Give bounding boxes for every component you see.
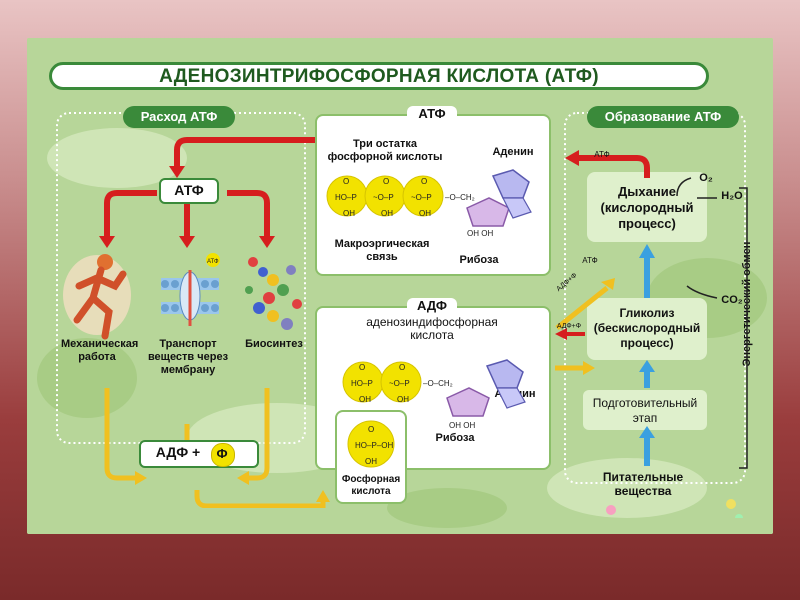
adp-box-title: АДФ <box>407 298 457 314</box>
left-header: Расход АТФ <box>123 106 235 128</box>
svg-text:OH OH: OH OH <box>449 421 475 430</box>
use-mechanical-label: Механическая работа <box>61 338 139 363</box>
glycolysis-box <box>587 298 707 360</box>
svg-text:O: O <box>359 363 365 372</box>
atp-adenine-label: Аденин <box>492 146 534 158</box>
adp-molecule: HO–P O OH ~O–P O OH –O–CH₂ OH OH <box>342 359 526 430</box>
preparatory-label: Подготовительный этап <box>592 396 698 425</box>
svg-text:OH: OH <box>419 209 431 218</box>
respiration-label: Дыхание (кислородный процесс) <box>600 184 694 231</box>
dna-biosynthesis-icon <box>245 257 302 330</box>
svg-text:~O–P: ~O–P <box>389 379 410 388</box>
atp-molecule: HO–P O OH ~O–P O OH ~O–P O OH –O–CH₂ OH OH <box>326 169 532 238</box>
use-transport-label: Транспорт веществ через мембрану <box>147 338 229 376</box>
svg-text:HO–P: HO–P <box>351 379 373 388</box>
phosphate-symbol: Ф <box>216 446 228 461</box>
svg-text:HO–P: HO–P <box>335 193 357 202</box>
svg-text:O: O <box>399 363 405 372</box>
left-arrows <box>99 137 330 508</box>
svg-text:OH: OH <box>397 395 409 404</box>
svg-text:HO–P–OH: HO–P–OH <box>355 441 393 450</box>
title-bar <box>49 62 709 90</box>
membrane-transport-icon: АТФ <box>161 253 220 326</box>
runner-icon <box>63 254 131 340</box>
h2o-label: H₂O <box>721 190 743 202</box>
svg-text:O: O <box>368 425 374 434</box>
svg-text:OH: OH <box>381 209 393 218</box>
glycolysis-label: Гликолиз (бескислородный процесс) <box>593 306 701 350</box>
right-atp-small-1: АТФ <box>594 150 610 159</box>
phosphate-circle <box>211 443 235 467</box>
svg-text:O: O <box>421 177 427 186</box>
phosphoric-molecule: HO–P–OH O OH <box>347 420 395 468</box>
phosphoric-box <box>335 410 407 504</box>
right-adp-f-2: АДФ+Ф <box>556 323 582 330</box>
svg-text:–O–CH₂: –O–CH₂ <box>445 193 475 202</box>
atp-ribose-label: Рибоза <box>459 254 499 266</box>
svg-text:OH: OH <box>365 457 377 466</box>
svg-text:–O–CH₂: –O–CH₂ <box>423 379 453 388</box>
adp-ribose-label: Рибоза <box>435 432 475 444</box>
svg-text:OH OH: OH OH <box>467 229 493 238</box>
use-biosynthesis-label: Биосинтез <box>245 338 303 350</box>
phosphoric-label: Фосфорная кислота <box>341 474 401 497</box>
left-atp-label: АТФ <box>174 182 204 198</box>
respiration-box <box>587 172 707 242</box>
svg-text:~O–P: ~O–P <box>411 193 432 202</box>
nutrients-label: Питательные вещества <box>602 470 684 498</box>
poster: АДЕНОЗИНТРИФОСФОРНАЯ КИСЛОТА (АТФ) Расхо… <box>27 38 773 534</box>
svg-text:O: O <box>383 177 389 186</box>
o2-label: O₂ <box>699 172 713 184</box>
right-arrows <box>555 150 748 518</box>
adp-plus-f-node <box>139 440 259 468</box>
preparatory-box <box>583 390 707 430</box>
co2-label: CO₂ <box>721 294 743 306</box>
small-atp-text: АТФ <box>207 259 219 265</box>
macro-bond-label: Макроэргическая связь <box>334 238 430 263</box>
adp-subtitle: аденозиндифосфорная кислота <box>366 315 498 342</box>
phosphate-label: Три остатка фосфорной кислоты <box>327 138 443 163</box>
adp-plus-label: АДФ + <box>155 444 201 460</box>
svg-text:O: O <box>343 177 349 186</box>
right-atp-small-2: АТФ <box>582 256 598 265</box>
left-atp-node <box>159 178 219 204</box>
page-title: АДЕНОЗИНТРИФОСФОРНАЯ КИСЛОТА (АТФ) <box>159 66 599 87</box>
svg-text:OH: OH <box>359 395 371 404</box>
right-header: Образование АТФ <box>587 106 739 128</box>
svg-text:~O–P: ~O–P <box>373 193 394 202</box>
svg-text:OH: OH <box>343 209 355 218</box>
atp-box-title: АТФ <box>407 106 457 122</box>
